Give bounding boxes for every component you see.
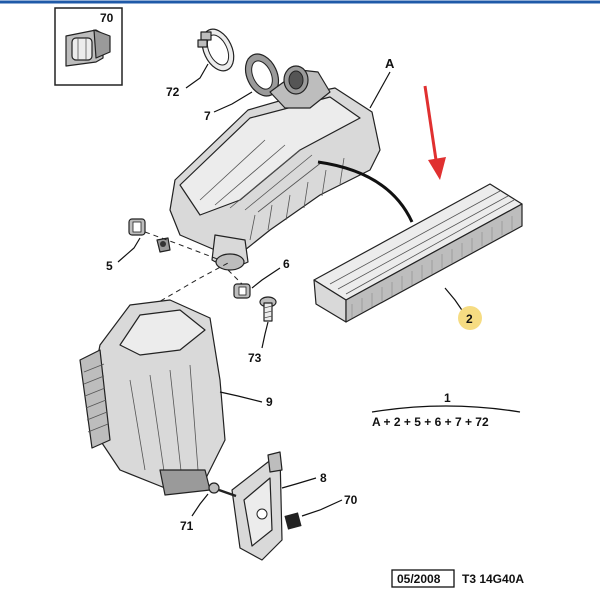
leader-9: [219, 391, 263, 403]
label-72: 72: [166, 85, 180, 99]
footer-ref: T3 14G40A: [462, 572, 524, 586]
dash-5: [144, 231, 221, 261]
inset-box-70: 70: [54, 7, 123, 86]
leader-8: [281, 477, 317, 489]
kit-number: 1: [444, 391, 451, 405]
highlight-2: [458, 306, 482, 330]
fastener-5: [128, 218, 171, 253]
air-box-lower-housing: [79, 299, 226, 496]
footer: 05/2008 T3 14G40A: [391, 569, 524, 588]
leader-5: [117, 237, 141, 263]
bolt-73: [259, 296, 277, 322]
leader-73: [261, 321, 269, 349]
down-arrow-indicator: [423, 85, 446, 180]
dash-6: [227, 269, 243, 285]
air-filter-element: [313, 183, 523, 323]
clip-icon: [65, 29, 111, 67]
kit-formula: 1 A + 2 + 5 + 6 + 7 + 72: [371, 391, 521, 429]
leader-7: [213, 91, 253, 113]
leader-72: [185, 63, 209, 89]
label-9: 9: [266, 395, 273, 409]
label-70: 70: [344, 493, 358, 507]
bolt-71: [208, 482, 237, 498]
fastener-6: [233, 283, 251, 299]
footer-date: 05/2008: [397, 572, 441, 586]
label-73: 73: [248, 351, 262, 365]
inset-label-70: 70: [100, 11, 114, 25]
leader-70: [301, 499, 343, 517]
bracket-8: [231, 451, 283, 561]
air-box-upper-housing: [169, 65, 414, 271]
collar-icon: [197, 28, 235, 72]
dash-lower: [144, 261, 231, 311]
seal-ring-icon: [244, 53, 280, 97]
label-2: 2: [466, 312, 473, 326]
leader-a: [369, 71, 391, 109]
label-5: 5: [106, 259, 113, 273]
label-7: 7: [204, 109, 211, 123]
leader-6: [251, 267, 281, 289]
label-6: 6: [283, 257, 290, 271]
label-a: A: [385, 56, 395, 71]
leader-71: [191, 493, 209, 517]
label-71: 71: [180, 519, 194, 533]
clip-70-part: [284, 512, 302, 530]
kit-formula-text: A + 2 + 5 + 6 + 7 + 72: [372, 415, 489, 429]
label-8: 8: [320, 471, 327, 485]
